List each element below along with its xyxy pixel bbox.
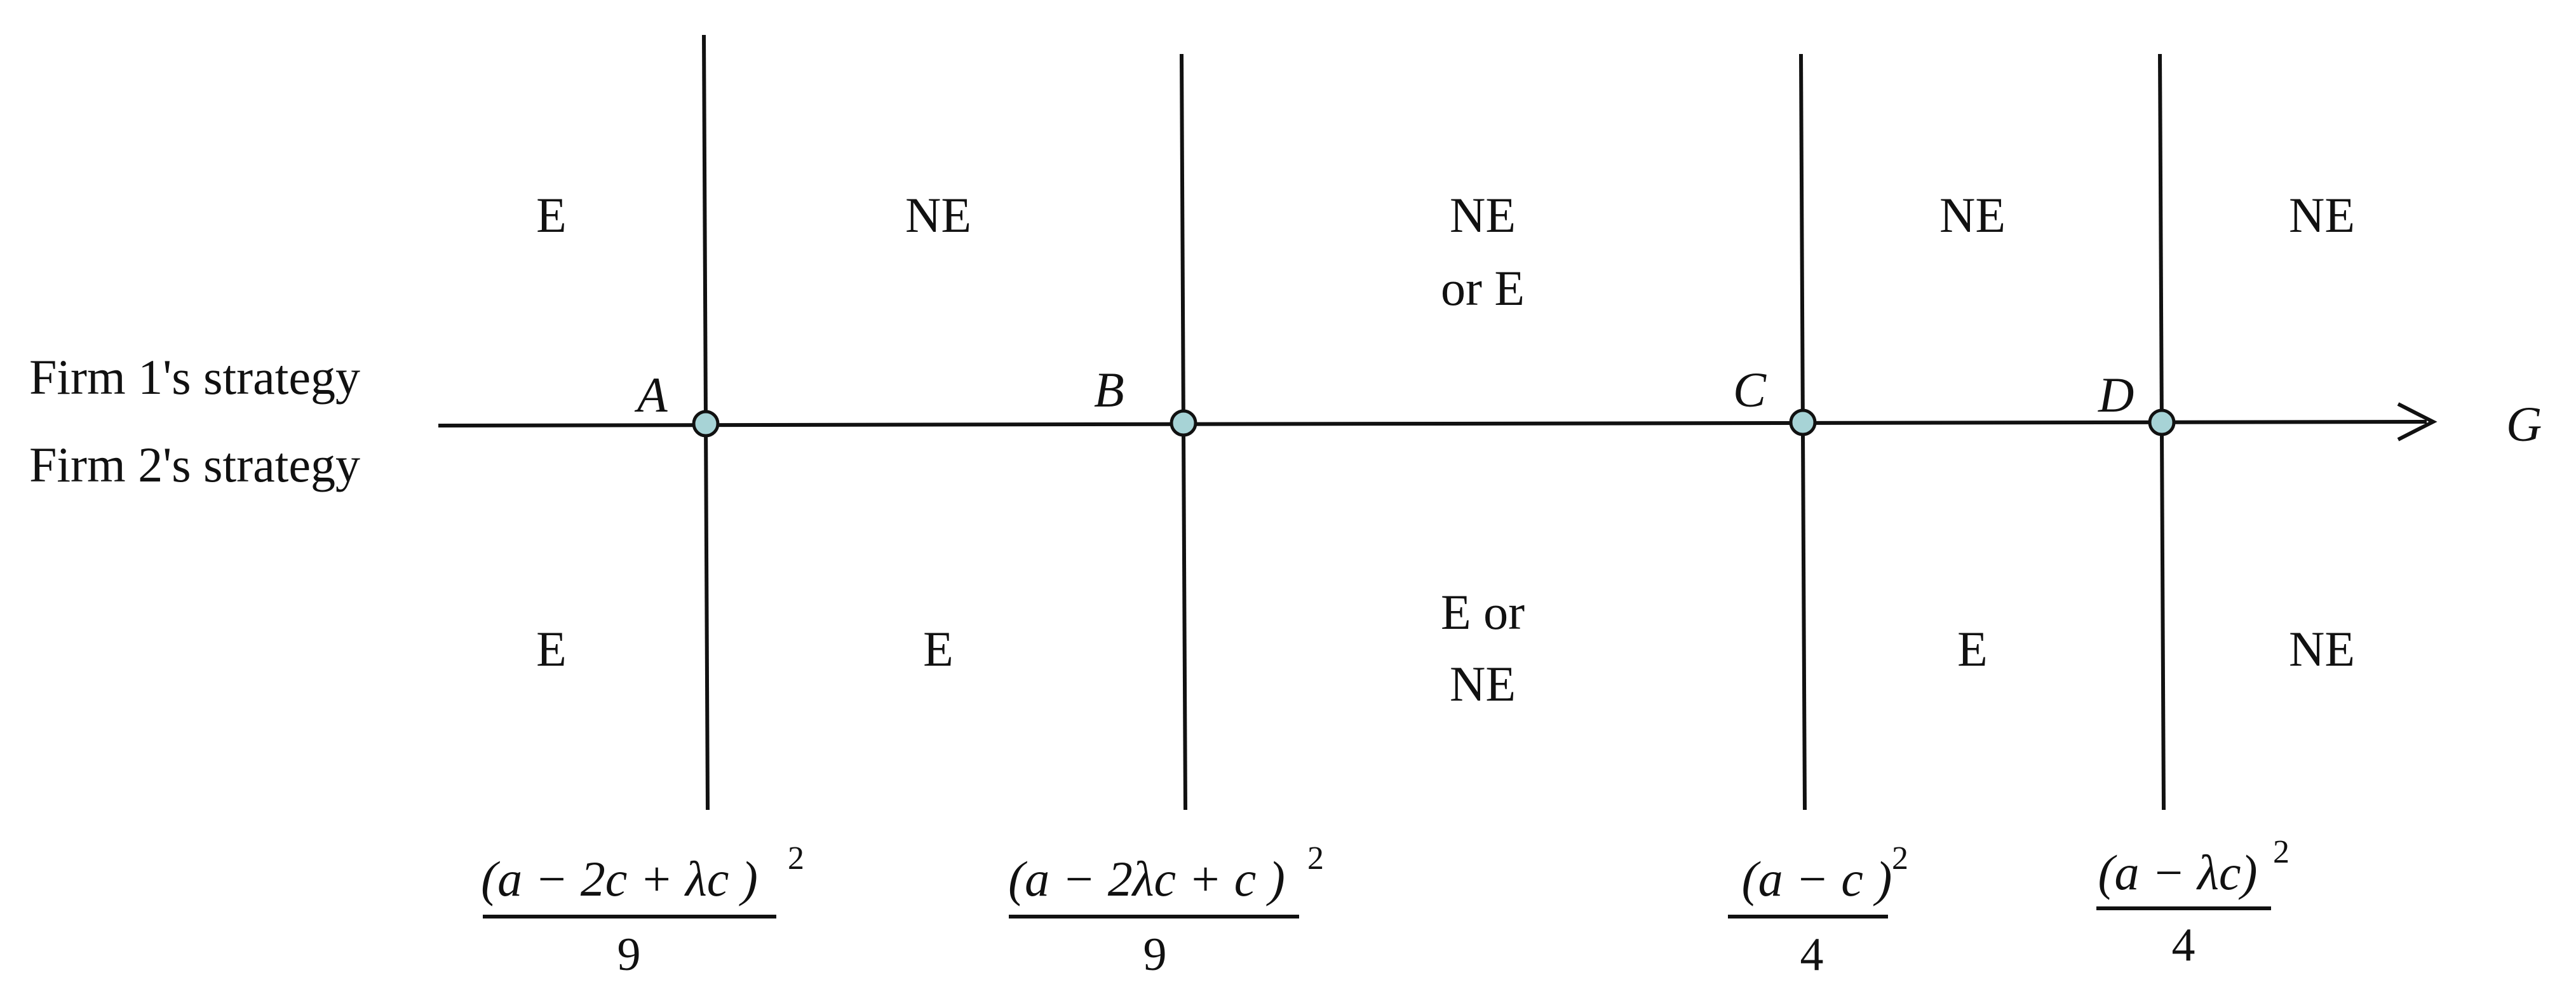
region-bottom-3-line2: NE (1450, 656, 1516, 711)
point-label-a: A (634, 367, 668, 422)
region-top-3-line1: NE (1450, 187, 1516, 243)
threshold-formula-b: (a − 2λc + c ) 2 9 (1008, 840, 1324, 981)
formula-c-numerator: (a − c ) (1742, 851, 1892, 906)
region-top-5: NE (2289, 187, 2355, 243)
formula-b-numerator: (a − 2λc + c ) (1008, 851, 1285, 906)
formula-b-exponent: 2 (1307, 840, 1324, 877)
point-a-marker (692, 410, 720, 438)
region-top-4: NE (1939, 187, 2006, 243)
formula-c-exponent: 2 (1892, 840, 1908, 877)
g-axis-arrowhead (2397, 402, 2438, 441)
formula-d-numerator: (a − λc) (2098, 845, 2258, 900)
firm2-strategy-label: Firm 2's strategy (29, 437, 360, 492)
region-bottom-3-line1: E or (1441, 584, 1525, 640)
point-label-c: C (1733, 362, 1767, 417)
threshold-formula-c: (a − c ) 2 4 (1728, 840, 1908, 981)
region-top-2: NE (905, 187, 971, 243)
point-label-b: B (1094, 362, 1124, 417)
formula-a-numerator: (a − 2c + λc ) (481, 851, 758, 906)
region-bottom-4: E (1957, 621, 1988, 676)
region-bottom-5: NE (2289, 621, 2355, 676)
threshold-formula-d: (a − λc) 2 4 (2096, 834, 2289, 971)
point-d-marker (2148, 408, 2176, 436)
point-c-marker (1789, 408, 1817, 436)
formula-d-exponent: 2 (2273, 834, 2289, 870)
region-top-1: E (536, 187, 567, 243)
formula-a-exponent: 2 (788, 840, 804, 877)
point-b-marker (1170, 409, 1197, 437)
threshold-formula-a: (a − 2c + λc ) 2 9 (481, 840, 804, 981)
formula-b-denominator: 9 (1143, 929, 1167, 981)
g-axis-line (438, 420, 2427, 427)
region-bottom-2: E (923, 621, 954, 676)
region-bottom-1: E (536, 621, 567, 676)
formula-a-denominator: 9 (617, 929, 641, 981)
formula-c-denominator: 4 (1800, 929, 1824, 981)
axis-label-g: G (2506, 396, 2542, 452)
formula-d-denominator: 4 (2172, 919, 2195, 971)
point-label-d: D (2098, 367, 2134, 422)
firm1-strategy-label: Firm 1's strategy (29, 349, 360, 405)
region-top-3-line2: or E (1441, 260, 1525, 316)
